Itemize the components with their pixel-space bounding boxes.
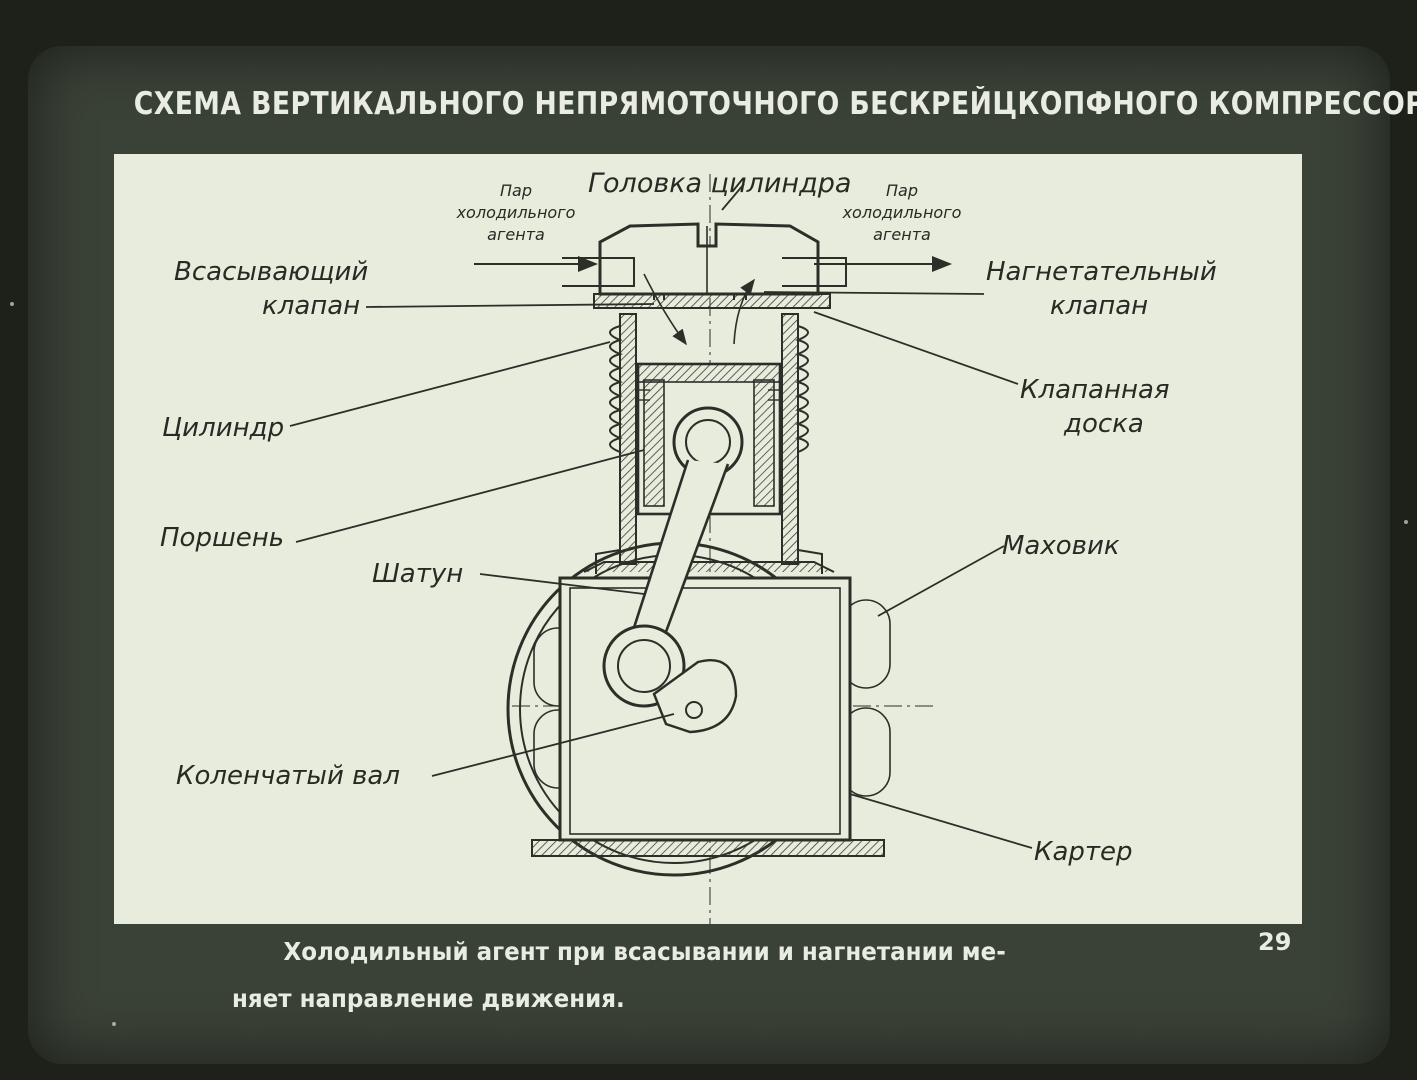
label-valve-plate-2: доска (1063, 409, 1144, 439)
leader-lines (289, 183, 1033, 849)
discharge-flow-arrow (733, 278, 755, 345)
label-vapor-in-1: Пар (500, 181, 532, 200)
label-connecting-rod: Шатун (372, 559, 463, 589)
label-discharge-valve-2: клапан (1050, 291, 1148, 321)
caption-line-1: Холодильный агент при всасывании и нагне… (283, 937, 1006, 966)
label-crankshaft: Коленчатый вал (176, 761, 400, 791)
label-vapor-out-1: Пар (886, 181, 918, 200)
label-discharge-valve-1: Нагнетательный (986, 257, 1217, 287)
label-vapor-out-2: холодильного (842, 203, 962, 222)
cylinder (595, 313, 823, 574)
suction-flow-arrow (643, 273, 687, 346)
film-speck (10, 302, 14, 306)
crankshaft (652, 659, 738, 734)
label-piston: Поршень (160, 523, 284, 553)
label-suction-valve-2: клапан (262, 291, 360, 321)
label-flywheel: Маховик (1002, 531, 1120, 561)
label-vapor-in-2: холодильного (456, 203, 576, 222)
label-crankcase: Картер (1034, 837, 1133, 867)
compressor-diagram: Головка цилиндра Пар холодильного агента… (160, 168, 1217, 924)
slide-caption: Холодильный агент при всасывании и нагне… (232, 928, 1192, 1022)
page-number: 29 (1258, 928, 1292, 956)
caption-line-2: няет направление движения. (232, 984, 625, 1013)
label-suction-valve-1: Всасывающий (174, 257, 368, 287)
label-cylinder-head: Головка цилиндра (588, 168, 851, 199)
label-vapor-in-3: агента (487, 225, 545, 244)
film-speck (112, 1022, 116, 1026)
label-cylinder: Цилиндр (162, 413, 284, 443)
label-valve-plate-1: Клапанная (1020, 375, 1170, 405)
valve-plate (593, 293, 831, 309)
film-speck (1404, 520, 1408, 524)
cylinder-head (562, 222, 847, 296)
label-vapor-out-3: агента (873, 225, 931, 244)
slide-title: СХЕМА ВЕРТИКАЛЬНОГО НЕПРЯМОТОЧНОГО БЕСКР… (133, 86, 1417, 122)
diagram-panel: Головка цилиндра Пар холодильного агента… (114, 154, 1302, 924)
